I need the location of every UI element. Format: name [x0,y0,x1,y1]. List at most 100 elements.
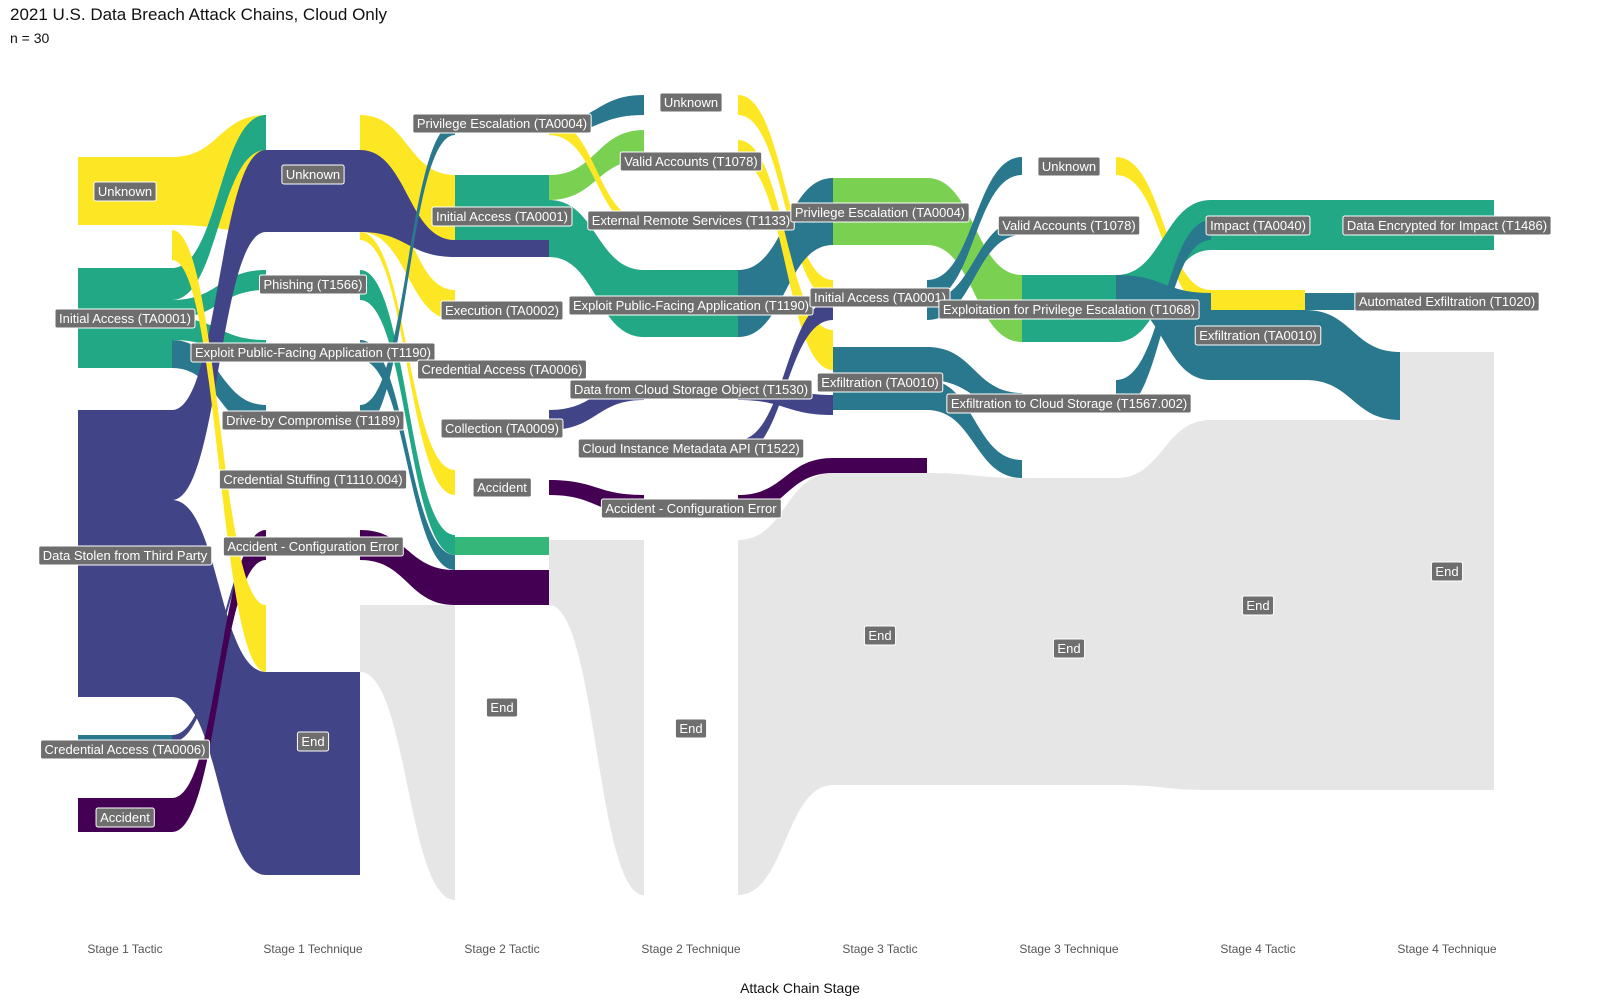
node-label-text: Exfiltration (TA0010) [1199,328,1317,343]
node-label-text: End [679,721,702,736]
ribbon-s1-ia-1 [172,115,266,300]
node-bar-t1_unknown [266,150,360,232]
node-label-box [577,438,805,459]
node-label-text: Exfiltration to Cloud Storage (T1567.002… [951,396,1187,411]
node-label-text: Valid Accounts (T1078) [624,154,757,169]
node-label-text: Exploit Public-Facing Application (T1190… [195,345,431,360]
ribbon-t2-unknown [738,95,833,300]
ribbon-t1-yellow-3 [360,232,455,495]
node-label-box [1194,325,1322,346]
node-label-box [1430,561,1464,582]
node-label-text: Exfiltration (TA0010) [821,375,939,390]
node-label-box [946,393,1192,414]
node-label-text: Data Stolen from Third Party [43,548,208,563]
node-label-text: Privilege Escalation (TA0004) [417,116,587,131]
ribbon-t3-end [1116,420,1211,790]
node-label-box [674,718,708,739]
node-label-text: End [1246,598,1269,613]
ribbon-t2-cima [738,300,833,455]
node-label-text: End [490,700,513,715]
ribbon-s4-exf-2 [1305,310,1400,420]
node-label-text: Accident - Configuration Error [227,539,399,554]
node-label-box [659,92,723,113]
ribbon-s2-ia-1 [549,130,644,200]
node-bar-t3_end [1022,478,1116,785]
node-label-box [997,215,1141,236]
node-label-text: Phishing (T1566) [264,277,363,292]
node-label-text: Collection (TA0009) [445,421,559,436]
ribbon-t3-unknown [1116,157,1211,310]
node-label-text: Unknown [98,184,152,199]
node-label-box [569,379,813,400]
node-label-text: Accident [100,810,150,825]
node-label-box [431,206,573,227]
stage-tick-label: Stage 3 Technique [1019,942,1119,956]
ribbon-s1-ca [172,540,266,742]
ribbon-s3-ia-2 [927,220,1022,320]
node-label-text: Exploitation for Privilege Escalation (T… [943,302,1195,317]
stage-tick-label: Stage 3 Tactic [842,942,917,956]
ribbon-t1-blue-1 [360,150,455,257]
node-label-text: Unknown [664,95,718,110]
stage-tick-label: Stage 2 Technique [641,942,741,956]
ribbon-t1-yellow-1 [360,115,455,240]
node-label-text: Credential Stuffing (T1110.004) [223,472,402,487]
node-label-text: Impact (TA0040) [1210,218,1306,233]
stage-tick-label: Stage 1 Tactic [87,942,162,956]
node-seg-s4-yellow [1211,290,1305,310]
chart-title: 2021 U.S. Data Breach Attack Chains, Clo… [10,5,388,24]
ribbon-t2-end [738,473,833,895]
node-label-box [1037,156,1101,177]
node-label-text: Unknown [1042,159,1096,174]
node-label-box [259,274,367,295]
ribbon-t1-teal-1 [360,340,455,570]
node-label-box [190,342,436,363]
node-label-text: End [301,734,324,749]
node-label-box [863,625,897,646]
node-label-box [218,469,408,490]
ribbon-t1-green-1 [360,270,455,555]
node-label-box [472,477,532,498]
node-label-box [1354,291,1540,312]
node-label-text: Drive-by Compromise (T1189) [226,413,400,428]
ribbon-t2-va [738,140,833,370]
node-label-text: External Remote Services (T1133) [592,213,790,228]
node-label-text: Credential Access (TA0006) [45,742,206,757]
node-label-text: Valid Accounts (T1078) [1002,218,1135,233]
node-label-box [222,536,404,557]
node-bar-s1_ca [78,735,172,740]
ribbon-s3-end [927,473,1022,785]
stage-tick-label: Stage 1 Technique [263,942,363,956]
stage-tick-label: Stage 4 Tactic [1220,942,1295,956]
node-label-box [1241,595,1275,616]
node-label-text: Automated Exfiltration (T1020) [1359,294,1535,309]
node-label-box [809,287,951,308]
node-label-box [600,498,782,519]
node-label-text: Data Encrypted for Impact (T1486) [1347,218,1547,233]
ribbon-t1-teal-2 [360,123,455,430]
node-label-text: Cloud Instance Metadata API (T1522) [582,441,800,456]
node-label-text: End [1435,564,1458,579]
node-label-box [1342,215,1552,236]
node-label-box [1052,638,1086,659]
node-label-text: End [868,628,891,643]
node-label-box [440,300,564,321]
node-seg-s3-purple [833,458,927,473]
node-label-text: Accident - Configuration Error [605,501,777,516]
node-label-box [790,202,970,223]
node-bar-t1_end [266,672,360,875]
node-label-box [619,151,763,172]
node-label-text: Initial Access (TA0001) [814,290,946,305]
ribbon-s1-acc [172,530,266,832]
ribbon-s1-dstp-1 [172,150,266,500]
x-axis-label: Attack Chain Stage [740,980,860,996]
stage-tick-label: Stage 2 Tactic [464,942,539,956]
node-label-box [38,545,213,566]
node-seg-s2-purple [455,570,549,605]
node-label-text: Exploit Public-Facing Application (T1190… [573,298,809,313]
node-label-text: Accident [477,480,527,495]
node-label-text: Credential Access (TA0006) [422,362,583,377]
node-label-text: Execution (TA0002) [445,303,559,318]
